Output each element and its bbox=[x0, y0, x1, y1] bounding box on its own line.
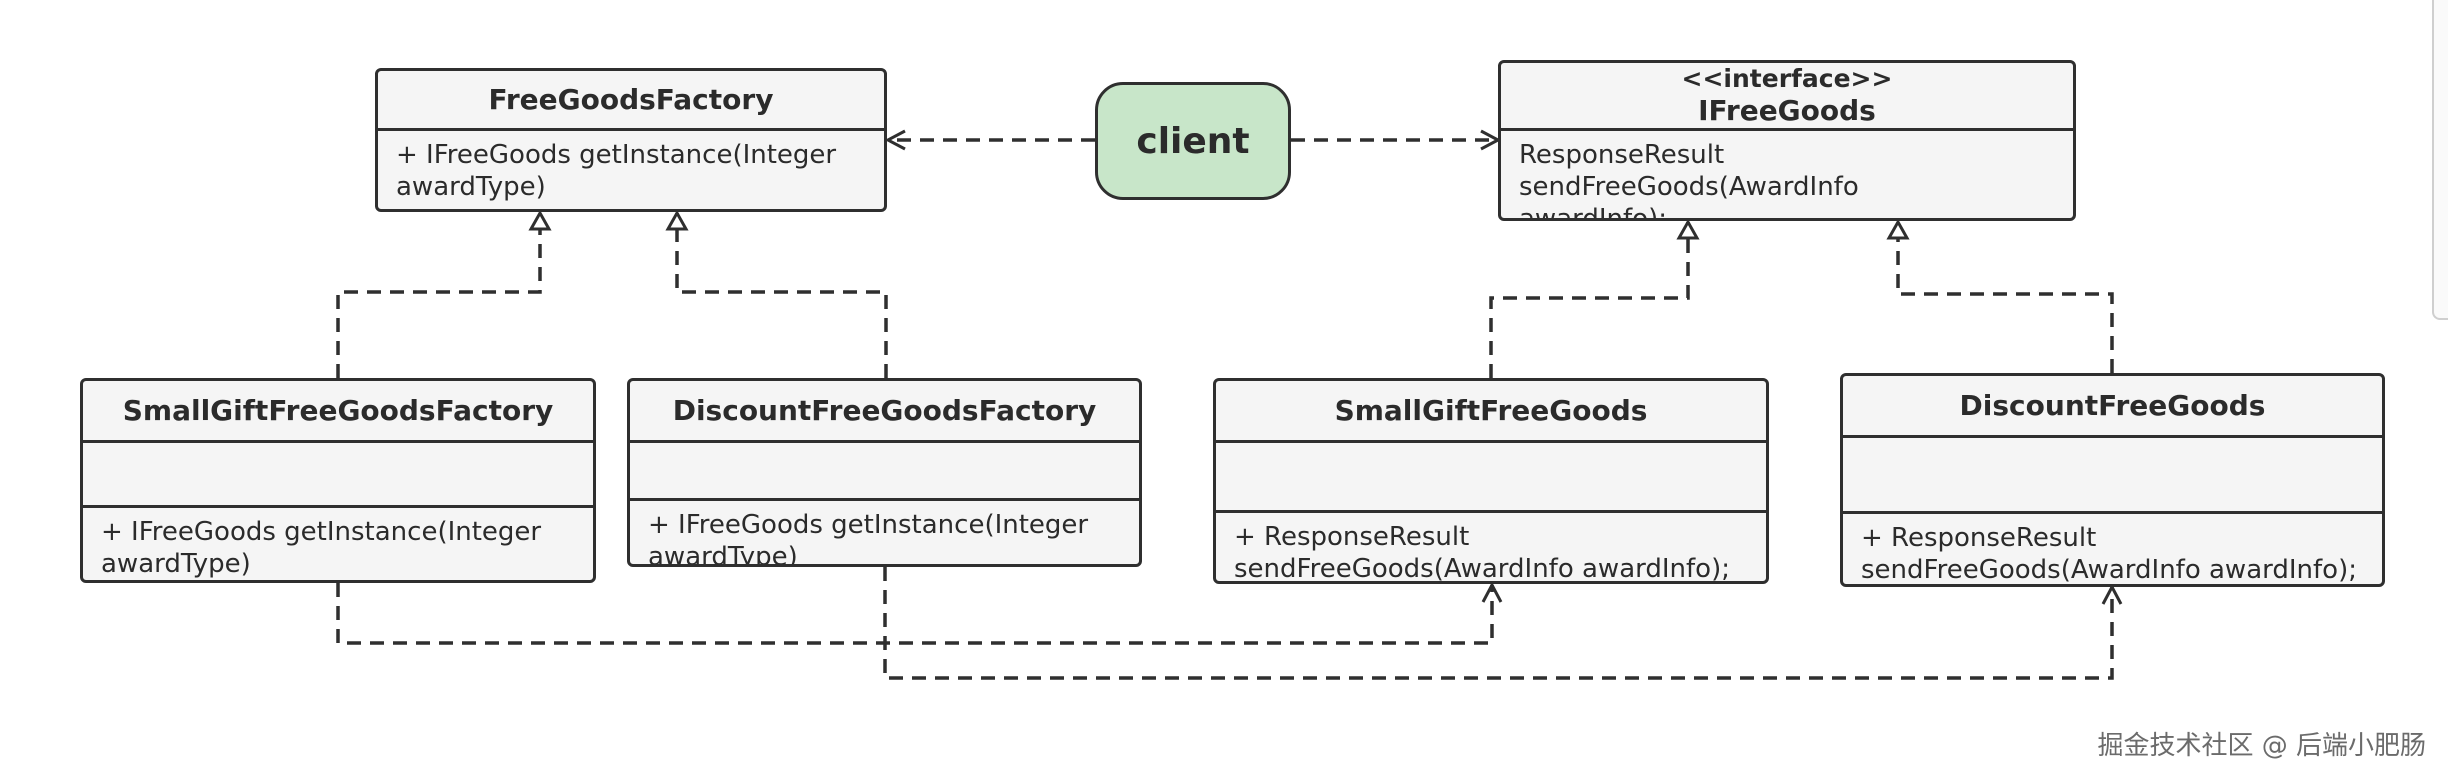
method-line: awardType) bbox=[396, 172, 546, 202]
free-goods-factory-class: FreeGoodsFactory + IFreeGoods getInstanc… bbox=[375, 68, 887, 212]
method-line: + IFreeGoods getInstance(Integer bbox=[396, 140, 837, 170]
class-title: FreeGoodsFactory bbox=[488, 83, 774, 116]
method-line: sendFreeGoods(AwardInfo awardInfo); bbox=[1234, 554, 1730, 584]
discount-goods-realization bbox=[1886, 218, 2114, 373]
class-method: + ResponseResult sendFreeGoods(AwardInfo… bbox=[1843, 514, 2382, 585]
class-header: SmallGiftFreeGoods bbox=[1216, 381, 1766, 443]
attributes-section bbox=[1216, 443, 1766, 513]
class-header: <<interface>> IFreeGoods bbox=[1501, 63, 2073, 131]
stereotype-label: <<interface>> bbox=[1681, 64, 1893, 93]
class-header: SmallGiftFreeGoodsFactory bbox=[83, 381, 593, 443]
attributes-section bbox=[630, 443, 1139, 501]
smallgift-free-goods-class: SmallGiftFreeGoods + ResponseResult send… bbox=[1213, 378, 1769, 584]
class-header: DiscountFreeGoodsFactory bbox=[630, 381, 1139, 443]
class-method: + IFreeGoods getInstance(Integer awardTy… bbox=[83, 508, 593, 580]
scrollbar-edge[interactable] bbox=[2432, 0, 2448, 320]
class-header: FreeGoodsFactory bbox=[378, 71, 884, 131]
method-line: awardType) bbox=[648, 542, 798, 567]
discount-factory-creates-goods bbox=[883, 567, 2112, 680]
method-line: + ResponseResult bbox=[1861, 523, 2097, 553]
method-line: awardInfo); bbox=[1519, 204, 1667, 221]
smallgift-goods-realization bbox=[1489, 218, 1700, 378]
class-title: SmallGiftFreeGoods bbox=[1334, 394, 1648, 427]
method-line: ResponseResult sendFreeGoods(AwardInfo bbox=[1519, 140, 1859, 202]
discount-factory-realization bbox=[665, 209, 888, 378]
discount-free-goods-factory-class: DiscountFreeGoodsFactory + IFreeGoods ge… bbox=[627, 378, 1142, 567]
method-line: + IFreeGoods getInstance(Integer bbox=[101, 517, 542, 547]
attributes-section bbox=[83, 443, 593, 508]
class-method: + IFreeGoods getInstance(Integer awardTy… bbox=[378, 131, 884, 209]
class-title: SmallGiftFreeGoodsFactory bbox=[122, 394, 554, 427]
watermark-text: 掘金技术社区 @ 后端小肥肠 bbox=[2097, 731, 2426, 761]
class-header: DiscountFreeGoods bbox=[1843, 376, 2382, 438]
method-line: + IFreeGoods getInstance(Integer bbox=[648, 510, 1089, 540]
smallgift-free-goods-factory-class: SmallGiftFreeGoodsFactory + IFreeGoods g… bbox=[80, 378, 596, 583]
method-line: sendFreeGoods(AwardInfo awardInfo); bbox=[1861, 555, 2357, 585]
class-method: ResponseResult sendFreeGoods(AwardInfo a… bbox=[1501, 131, 2073, 221]
smallgift-factory-creates-goods bbox=[336, 583, 1492, 645]
method-line: + ResponseResult bbox=[1234, 522, 1470, 552]
attributes-section bbox=[1843, 438, 2382, 514]
class-method: + ResponseResult sendFreeGoods(AwardInfo… bbox=[1216, 513, 1766, 584]
class-method: + IFreeGoods getInstance(Integer awardTy… bbox=[630, 501, 1139, 567]
class-title: DiscountFreeGoods bbox=[1959, 389, 2266, 422]
method-line: awardType) bbox=[101, 549, 251, 579]
client-node: client bbox=[1095, 82, 1291, 200]
discount-free-goods-class: DiscountFreeGoods + ResponseResult sendF… bbox=[1840, 373, 2385, 587]
smallgift-factory-realization bbox=[336, 209, 552, 378]
class-title: IFreeGoods bbox=[1698, 94, 1876, 127]
class-title: DiscountFreeGoodsFactory bbox=[672, 394, 1097, 427]
client-label: client bbox=[1136, 120, 1250, 162]
ifree-goods-interface: <<interface>> IFreeGoods ResponseResult … bbox=[1498, 60, 2076, 221]
